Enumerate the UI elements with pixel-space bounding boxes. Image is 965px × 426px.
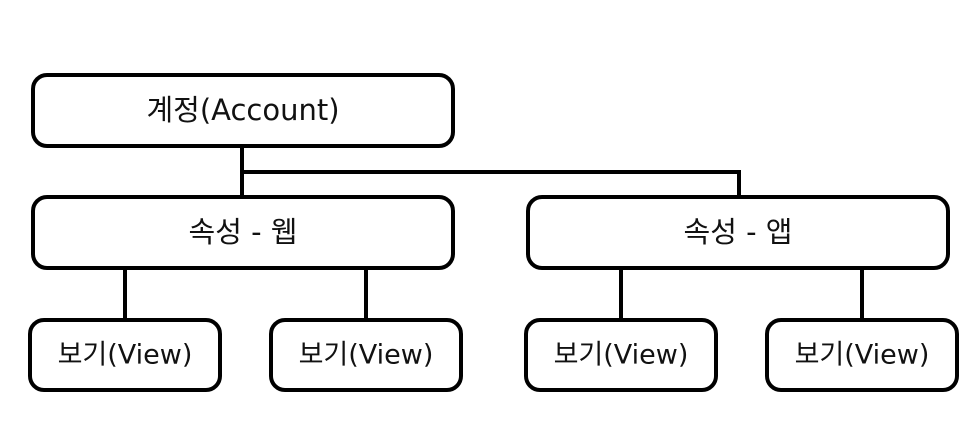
property-node-web: 속성 - 웹 <box>31 195 455 270</box>
view-label-2: 보기(View) <box>299 340 434 371</box>
view-label-4: 보기(View) <box>795 340 930 371</box>
view-node-4: 보기(View) <box>765 318 959 392</box>
property-box-app <box>526 195 950 270</box>
view-node-3: 보기(View) <box>524 318 718 392</box>
property-label-web: 속성 - 웹 <box>189 215 298 249</box>
view-node-1: 보기(View) <box>28 318 222 392</box>
view-label-3: 보기(View) <box>554 340 689 371</box>
account-box <box>31 73 455 148</box>
view-box-1 <box>28 318 222 392</box>
view-box-3 <box>524 318 718 392</box>
property-box-web <box>31 195 455 270</box>
connector-account-to-properties <box>240 146 741 197</box>
view-node-2: 보기(View) <box>269 318 463 392</box>
connector-app-to-views <box>619 268 864 320</box>
connectors <box>123 146 864 320</box>
connector-web-to-views <box>123 268 368 320</box>
property-node-app: 속성 - 앱 <box>526 195 950 270</box>
account-label: 계정(Account) <box>146 93 339 127</box>
property-label-app: 속성 - 앱 <box>684 215 793 249</box>
view-box-2 <box>269 318 463 392</box>
account-node: 계정(Account) <box>31 73 455 148</box>
view-box-4 <box>765 318 959 392</box>
view-label-1: 보기(View) <box>58 340 193 371</box>
